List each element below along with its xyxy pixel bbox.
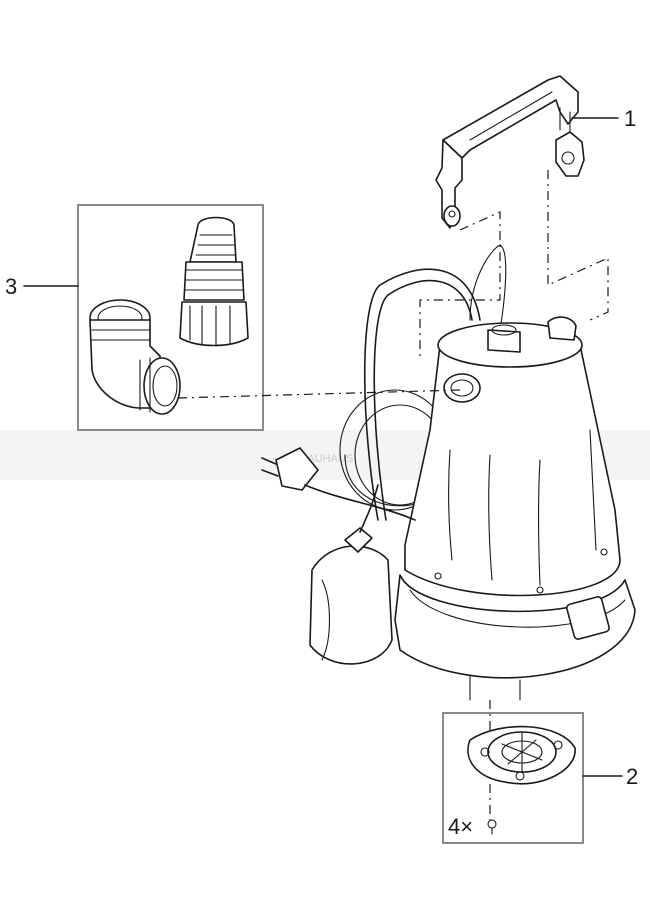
- screw-quantity: 4×: [448, 814, 473, 839]
- fittings-box: [77, 204, 264, 431]
- handle-guide-left: [419, 211, 501, 360]
- fittings-part: [89, 216, 249, 415]
- pump-body: [339, 244, 636, 701]
- handle-guide-right: [547, 170, 609, 321]
- screw-icon: [487, 819, 497, 835]
- callout-2: 2: [626, 764, 638, 789]
- base-plate-part: [467, 725, 576, 785]
- power-plug: [261, 447, 416, 521]
- float-switch: [309, 484, 393, 665]
- callout-1: 1: [624, 106, 636, 131]
- fittings-guide: [177, 389, 461, 399]
- callout-3: 3: [5, 274, 17, 299]
- handle-part: [435, 75, 585, 229]
- base-plate-box: [442, 712, 584, 844]
